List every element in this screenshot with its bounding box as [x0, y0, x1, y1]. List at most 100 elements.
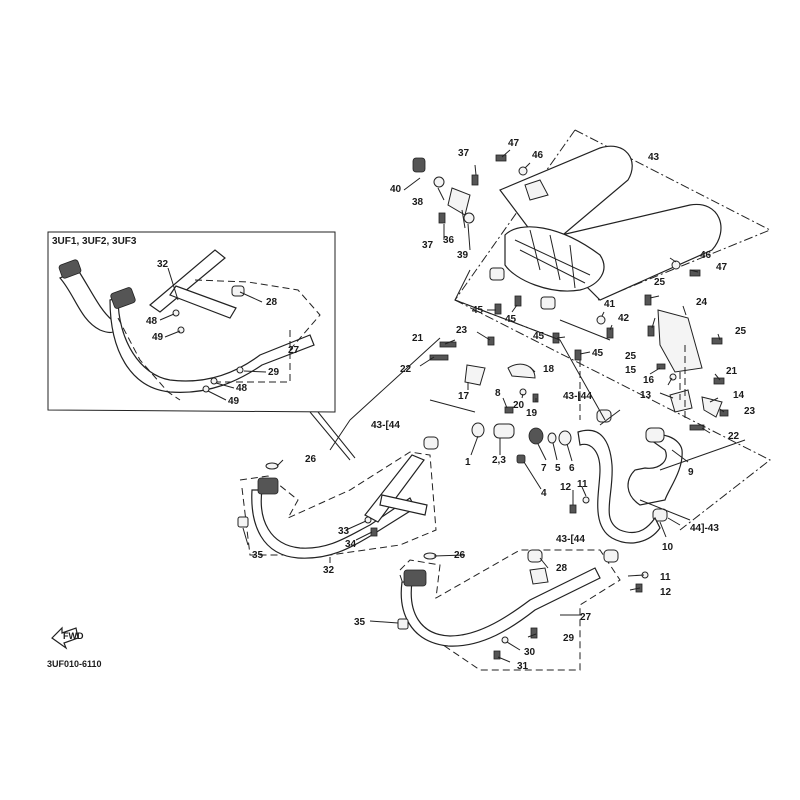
- label-26b: 26: [454, 550, 466, 561]
- part-45a: [494, 303, 502, 315]
- part-11a: [582, 496, 590, 504]
- pipe-27-main: [400, 567, 601, 647]
- part-14: [701, 396, 723, 418]
- label-21a: 21: [412, 333, 424, 344]
- part-28: [527, 549, 543, 563]
- fwd-label: FWD: [63, 631, 84, 641]
- inset-part-49: [177, 326, 185, 334]
- muffler-assembly: [454, 129, 772, 341]
- muffler-upper: [499, 145, 633, 251]
- label-19: 19: [526, 408, 538, 419]
- label-47a: 47: [508, 138, 520, 149]
- part-23b: [719, 409, 729, 417]
- inset-label-49: 49: [152, 332, 164, 343]
- label-8: 8: [495, 388, 501, 399]
- part-24-plate: [657, 309, 703, 373]
- part-26a: [265, 462, 279, 470]
- part-21b: [713, 377, 725, 385]
- pipe-32-cross: [379, 494, 428, 516]
- label-45d: 45: [592, 348, 604, 359]
- inset-box: 3UF1, 3UF2, 3UF3 32 28 48 49 27 29 48 49: [47, 231, 356, 461]
- part-38: [433, 176, 445, 188]
- part-8: [504, 406, 514, 414]
- label-11b: 11: [660, 572, 671, 583]
- label-25c: 25: [735, 326, 747, 337]
- label-12a: 12: [560, 482, 572, 493]
- label-36: 36: [443, 235, 455, 246]
- part-44a: [596, 409, 612, 423]
- part-35b: [397, 618, 409, 630]
- part-5: [547, 432, 557, 444]
- label-22b: 22: [728, 431, 740, 442]
- label-13: 13: [640, 390, 652, 401]
- label-35b: 35: [354, 617, 366, 628]
- label-15: 15: [625, 365, 637, 376]
- label-46b: 46: [700, 250, 712, 261]
- part-1: [471, 422, 485, 438]
- inset-title: 3UF1, 3UF2, 3UF3: [52, 236, 137, 247]
- part-12a: [569, 504, 577, 514]
- label-37a: 37: [458, 148, 470, 159]
- part-7: [528, 427, 544, 445]
- part-37b: [438, 212, 446, 224]
- inset-label-29: 29: [268, 367, 280, 378]
- part-6: [558, 430, 572, 446]
- part-42: [606, 327, 614, 339]
- diagram-code: 3UF010-6110: [47, 659, 102, 669]
- label-23b: 23: [744, 406, 756, 417]
- label-44-43: 44]-43: [690, 523, 719, 534]
- label-45a: 45: [472, 305, 484, 316]
- part-44d: [603, 549, 619, 563]
- label-42: 42: [618, 313, 630, 324]
- label-24: 24: [696, 297, 708, 308]
- pipe-assembly-27: [397, 549, 649, 671]
- pipe-32-main: [251, 489, 416, 559]
- label-1: 1: [465, 457, 471, 468]
- label-43-44c: 43-[44: [556, 534, 585, 545]
- inset-left-pipe: [59, 269, 117, 333]
- pipe-9-inlet: [645, 427, 665, 443]
- label-37b: 37: [422, 240, 434, 251]
- clamp-27: [529, 567, 549, 585]
- inset-part-29: [236, 366, 244, 374]
- label-41: 41: [604, 299, 616, 310]
- part-25a: [644, 294, 652, 306]
- inset-upper-pipe: [149, 249, 226, 313]
- inset-cross-pipe: [169, 285, 237, 319]
- part-25c: [711, 337, 723, 345]
- group-27-bracket: [399, 549, 621, 671]
- muffler-bracket: [524, 179, 549, 201]
- label-23a: 23: [456, 325, 468, 336]
- label-17: 17: [458, 391, 470, 402]
- fwd-arrow-icon: FWD: [51, 626, 84, 650]
- connector-pipes: [429, 399, 691, 544]
- inset-label-48b: 48: [236, 383, 248, 394]
- label-43-44a: 43-[44: [563, 391, 592, 402]
- label-6: 6: [569, 463, 575, 474]
- label-45c: 45: [533, 331, 545, 342]
- inset-group-bracket: [194, 279, 321, 383]
- part-35a: [237, 516, 249, 528]
- label-26a: 26: [305, 454, 317, 465]
- inset-border: [47, 231, 336, 413]
- inset-label-28: 28: [266, 297, 278, 308]
- part-39: [463, 212, 475, 224]
- label-2-3: 2,3: [492, 455, 506, 466]
- label-16: 16: [643, 375, 655, 386]
- part-33: [364, 516, 372, 524]
- label-20: 20: [513, 400, 525, 411]
- label-38: 38: [412, 197, 424, 208]
- label-46a: 46: [532, 150, 544, 161]
- label-14: 14: [733, 390, 745, 401]
- part-labels: 40 38 37 37 36 39 47 46 43 46 47 45 45 4…: [252, 138, 756, 672]
- label-47b: 47: [716, 262, 728, 273]
- inset-label-32: 32: [157, 259, 169, 270]
- part-45b: [514, 295, 522, 307]
- inset-flange-1: [58, 259, 82, 279]
- label-18: 18: [543, 364, 555, 375]
- label-32: 32: [323, 565, 335, 576]
- part-44c: [423, 436, 439, 450]
- part-21a: [439, 341, 457, 348]
- part-22b: [689, 424, 705, 431]
- part-15: [656, 363, 666, 370]
